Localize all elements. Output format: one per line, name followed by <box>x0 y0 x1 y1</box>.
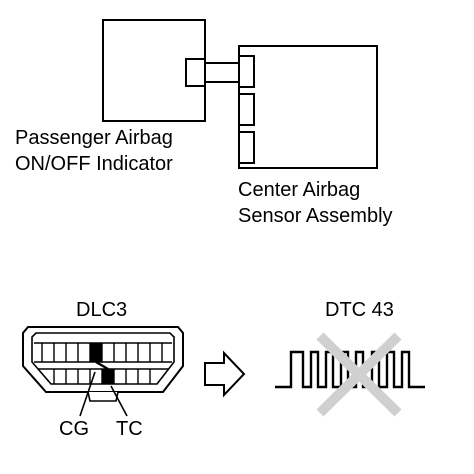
dlc3-label: DLC3 <box>76 299 128 321</box>
passenger-indicator-label-line2: ON/OFF Indicator <box>15 153 173 175</box>
wire-harness <box>205 62 240 83</box>
cg-terminal <box>90 343 102 362</box>
sensor-connector-2 <box>238 93 255 126</box>
center-sensor-box <box>238 45 378 169</box>
x-mark-icon <box>316 332 402 417</box>
tc-terminal <box>102 369 114 384</box>
tc-label: TC <box>116 418 143 440</box>
dtc-label: DTC 43 <box>325 299 394 321</box>
dlc3-connector <box>22 326 184 402</box>
hollow-right-arrow-icon <box>204 350 246 398</box>
sensor-connector-1 <box>238 55 255 88</box>
cg-tc-jumper <box>95 360 109 371</box>
passenger-indicator-label-line1: Passenger Airbag <box>15 127 173 149</box>
center-sensor-label-line1: Center Airbag <box>238 179 361 201</box>
cg-label: CG <box>59 418 89 440</box>
tc-leader <box>110 385 128 417</box>
center-sensor-label-line2: Sensor Assembly <box>238 205 393 227</box>
indicator-connector <box>185 58 206 87</box>
sensor-connector-3 <box>238 131 255 164</box>
cg-leader <box>79 371 96 417</box>
